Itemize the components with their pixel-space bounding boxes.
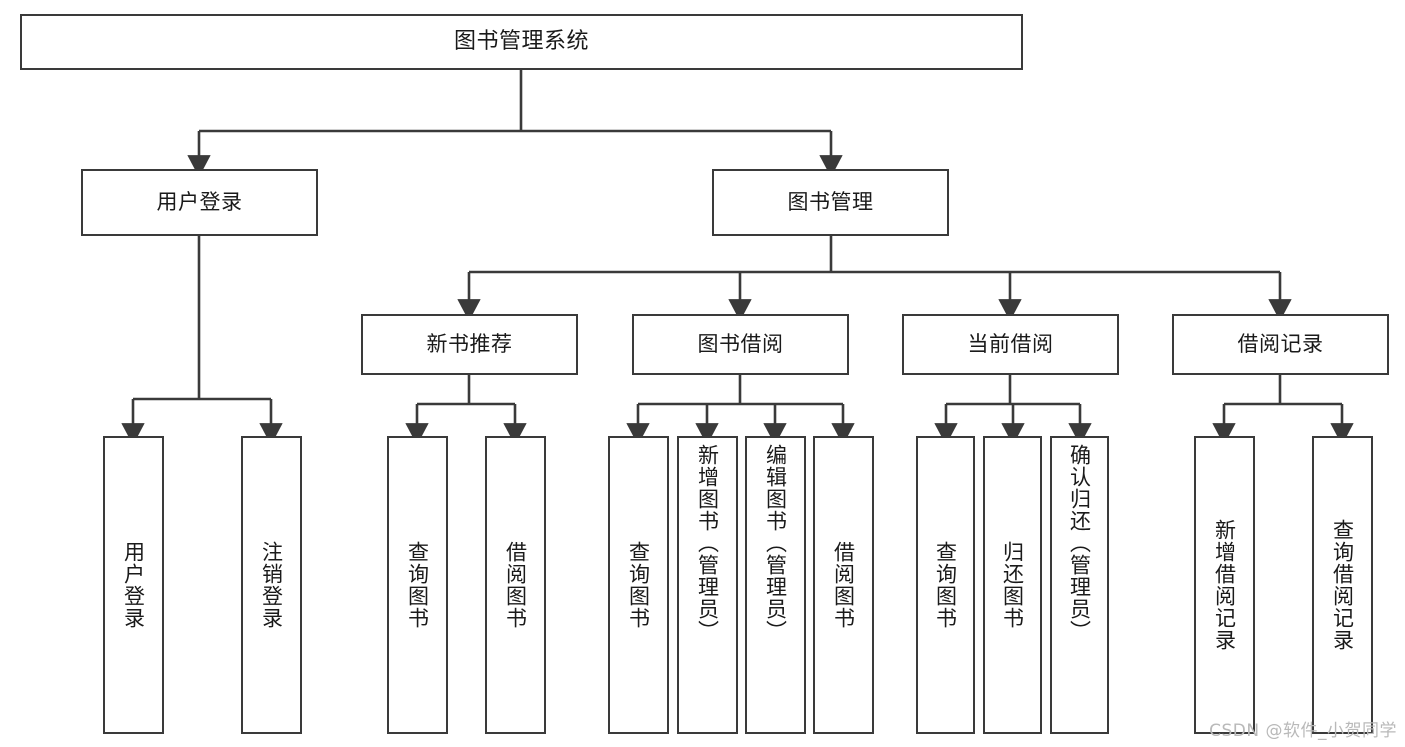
node-borrow-record[interactable]: 借阅记录 — [1172, 314, 1389, 375]
leaf-book-borrow-add-book-admin[interactable]: 新增图书（管理员） — [677, 436, 738, 734]
node-user-login[interactable]: 用户登录 — [81, 169, 318, 236]
node-current-borrow[interactable]: 当前借阅 — [902, 314, 1119, 375]
node-book-management[interactable]: 图书管理 — [712, 169, 949, 236]
node-book-borrow[interactable]: 图书借阅 — [632, 314, 849, 375]
leaf-current-borrow-return-book[interactable]: 归还图书 — [983, 436, 1042, 734]
leaf-book-borrow-query-book[interactable]: 查询图书 — [608, 436, 669, 734]
leaf-current-borrow-confirm-return-admin[interactable]: 确认归还（管理员） — [1050, 436, 1109, 734]
node-label: 新增图书（管理员） — [695, 444, 720, 642]
node-label: 查询图书 — [626, 541, 651, 629]
node-label: 新增借阅记录 — [1212, 519, 1237, 651]
leaf-user-login-signin[interactable]: 用户登录 — [103, 436, 164, 734]
node-label: 归还图书 — [1000, 541, 1025, 629]
node-label: 图书管理系统 — [453, 29, 589, 55]
node-label: 当前借阅 — [967, 332, 1054, 357]
node-label: 新书推荐 — [426, 332, 513, 357]
node-label: 借阅图书 — [503, 541, 528, 629]
node-label: 用户登录 — [121, 541, 146, 629]
leaf-book-borrow-borrow-book[interactable]: 借阅图书 — [813, 436, 874, 734]
leaf-new-book-query-book[interactable]: 查询图书 — [387, 436, 448, 734]
leaf-new-book-borrow-book[interactable]: 借阅图书 — [485, 436, 546, 734]
node-label: 查询借阅记录 — [1330, 519, 1355, 651]
node-label: 查询图书 — [933, 541, 958, 629]
node-label: 图书借阅 — [697, 332, 784, 357]
leaf-borrow-record-add-record[interactable]: 新增借阅记录 — [1194, 436, 1255, 734]
leaf-borrow-record-query-record[interactable]: 查询借阅记录 — [1312, 436, 1373, 734]
node-label: 编辑图书（管理员） — [763, 444, 788, 642]
node-label: 用户登录 — [156, 190, 243, 215]
leaf-user-login-signout[interactable]: 注销登录 — [241, 436, 302, 734]
leaf-current-borrow-query-book[interactable]: 查询图书 — [916, 436, 975, 734]
node-label: 注销登录 — [259, 541, 284, 629]
leaf-book-borrow-edit-book-admin[interactable]: 编辑图书（管理员） — [745, 436, 806, 734]
node-label: 借阅图书 — [831, 541, 856, 629]
node-new-book-recommend[interactable]: 新书推荐 — [361, 314, 578, 375]
node-label: 查询图书 — [405, 541, 430, 629]
watermark: CSDN @软件_小贺同学 — [1209, 721, 1397, 741]
node-root-system[interactable]: 图书管理系统 — [20, 14, 1023, 70]
node-label: 图书管理 — [787, 190, 874, 215]
node-label: 借阅记录 — [1237, 332, 1324, 357]
node-label: 确认归还（管理员） — [1067, 444, 1092, 642]
